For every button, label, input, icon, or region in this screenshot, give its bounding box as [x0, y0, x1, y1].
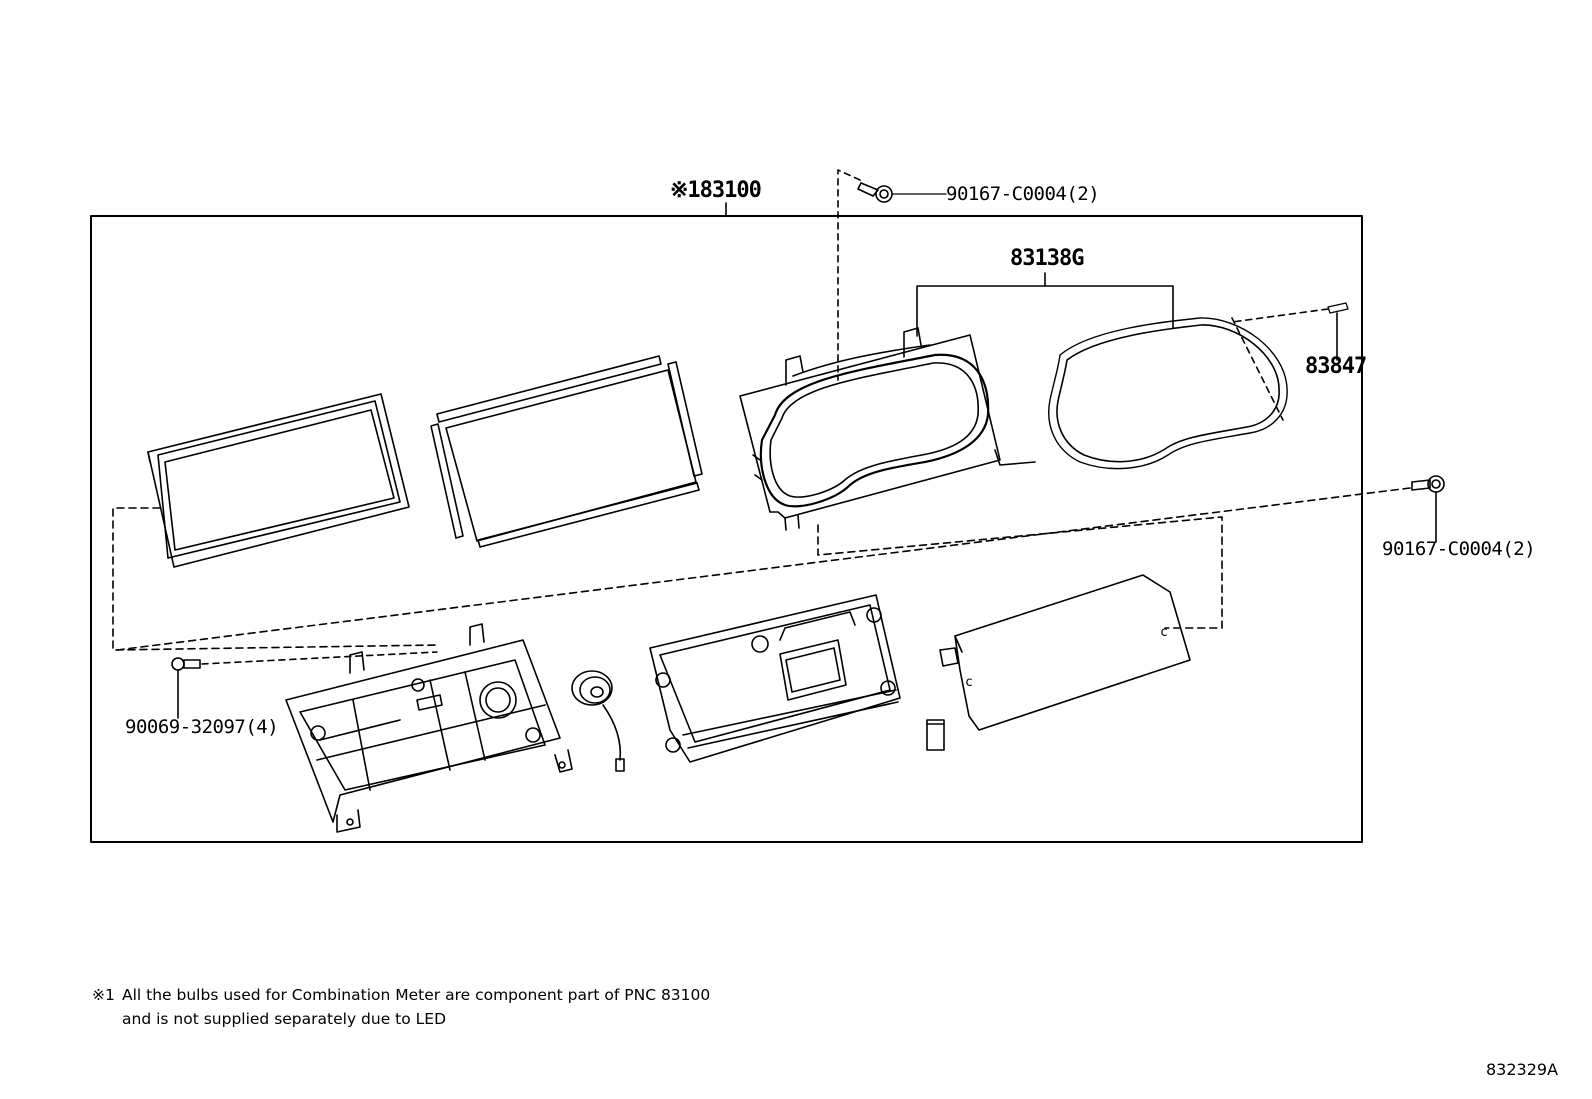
rear-case: [285, 623, 573, 833]
screw-right: [116, 475, 1445, 651]
footnote: ※1 All the bulbs used for Combination Met…: [92, 983, 710, 1031]
clip-part: [1231, 302, 1349, 361]
footnote-line-2: and is not supplied separately due to LE…: [122, 1010, 447, 1028]
lens-set-label: 83138G: [1010, 246, 1084, 271]
dashed-connectors: [112, 507, 1223, 651]
screw-left-label: 90069-32097(4): [125, 716, 279, 738]
display-glass-panel: [147, 393, 410, 568]
svg-text:c: c: [1160, 625, 1168, 640]
screw-left: [171, 651, 438, 719]
display-panel-with-strips: [430, 355, 703, 548]
assembly-frame: [90, 215, 1363, 843]
footnote-mark: ※1: [92, 986, 115, 1004]
footnote-line-1: ※1 All the bulbs used for Combination Met…: [92, 983, 710, 1007]
lens-set-bracket: [916, 272, 1174, 337]
footnote-text-1: All the bulbs used for Combination Meter…: [122, 986, 711, 1004]
screw-right-label: 90167-C0004(2): [1382, 538, 1536, 560]
meter-housing: [739, 327, 1036, 531]
main-assembly-label: ※183100: [670, 178, 762, 203]
buzzer: [571, 670, 625, 772]
diagram-reference-number: 832329A: [1486, 1060, 1559, 1079]
meter-lens: [1048, 317, 1288, 470]
screw-top-label: 90167-C0004(2): [946, 183, 1100, 205]
svg-text:c: c: [965, 675, 973, 690]
connector-block: [926, 719, 945, 751]
clip-label: 83847: [1305, 354, 1367, 379]
circuit-board-tray: [649, 594, 901, 763]
screw-top: [837, 169, 947, 381]
rear-cover-plate: c c: [939, 574, 1191, 731]
